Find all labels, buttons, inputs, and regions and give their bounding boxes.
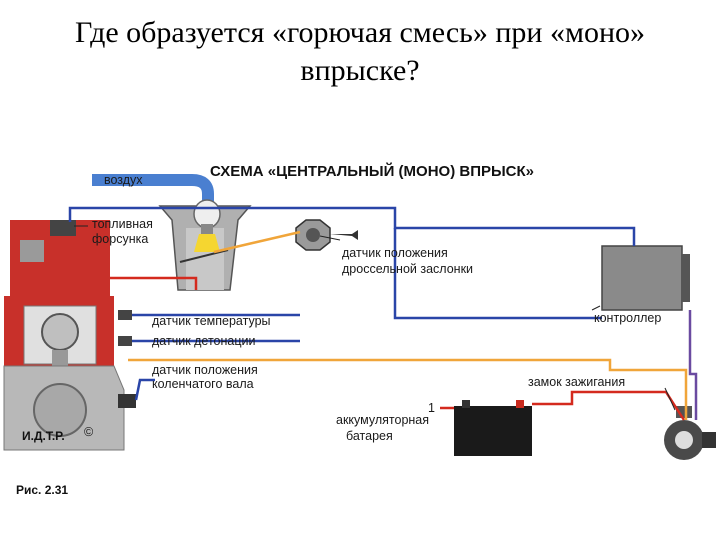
label-battery-2: батарея	[346, 429, 393, 443]
mono-injection-diagram: СХЕМА «ЦЕНТРАЛЬНЫЙ (МОНО) ВПРЫСК» воздух	[3, 162, 716, 497]
figure-caption: Рис. 2.31	[16, 483, 68, 497]
power-wires	[110, 276, 686, 421]
copyright-mark: ©	[84, 425, 94, 439]
signal-wires	[68, 206, 636, 401]
air-label: воздух	[104, 173, 143, 187]
label-controller: контроллер	[594, 311, 661, 325]
label-knock: датчик детонации	[152, 334, 255, 348]
label-injector-1: топливная	[92, 217, 153, 231]
air-flow-arrow: воздух	[92, 173, 214, 208]
ignition-distributor	[664, 406, 716, 460]
engine-block: И.Д.Т.Р. ©	[3, 220, 125, 451]
label-ignition: замок зажигания	[528, 375, 625, 389]
battery-minus-sign: 1	[428, 401, 435, 415]
label-injector-2: форсунка	[92, 232, 148, 246]
idtr-mark: И.Д.Т.Р.	[22, 429, 65, 443]
title-line-1: Где образуется «горючая смесь» при «моно…	[74, 16, 645, 49]
label-throttle-1: датчик положения	[342, 246, 448, 260]
battery: 1	[428, 400, 532, 456]
slide-title: Где образуется «горючая смесь» при «моно…	[0, 14, 720, 90]
label-crank-2: коленчатого вала	[152, 377, 254, 391]
label-temp: датчик температуры	[152, 314, 271, 328]
sensor-supply-wires	[128, 230, 688, 420]
controller-ecu	[601, 245, 690, 311]
ignition-wires	[688, 310, 698, 420]
engine-sensors	[118, 310, 136, 408]
title-line-2: впрыске?	[300, 54, 420, 87]
leader-lines	[74, 225, 676, 411]
label-throttle-2: дроссельной заслонки	[342, 262, 473, 276]
label-crank-1: датчик положения	[152, 363, 258, 377]
throttle-position-sensor	[295, 219, 358, 251]
diagram-heading: СХЕМА «ЦЕНТРАЛЬНЫЙ (МОНО) ВПРЫСК»	[210, 162, 534, 180]
label-battery-1: аккумуляторная	[336, 413, 429, 427]
